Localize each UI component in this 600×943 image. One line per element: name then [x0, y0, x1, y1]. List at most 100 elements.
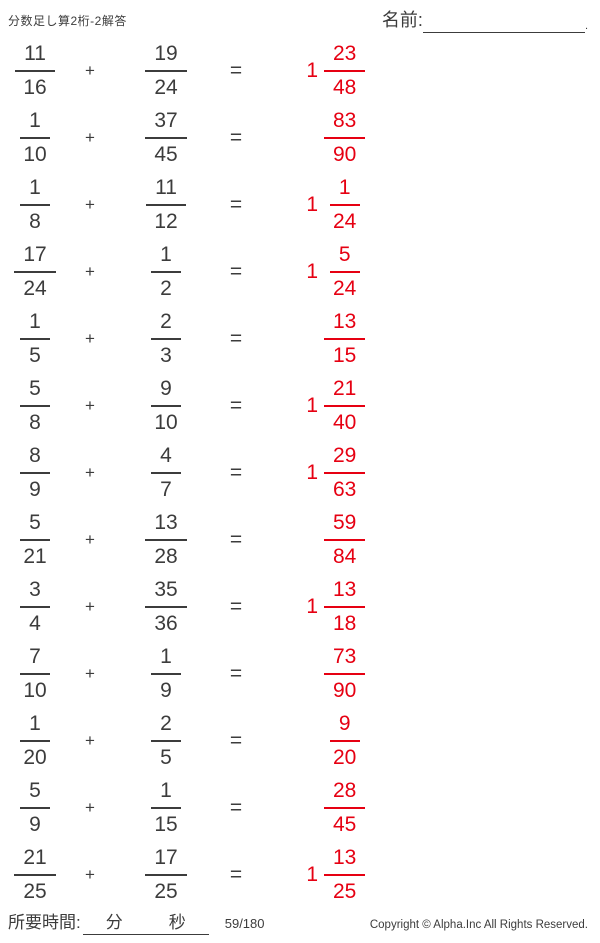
equals-sign: = — [229, 58, 243, 82]
answer-denominator: 48 — [333, 75, 357, 99]
problem-row: 7 10 + 1 9 = 73 90 — [6, 640, 366, 707]
fraction-a: 5 8 — [20, 377, 50, 434]
fraction-a-denominator: 8 — [29, 410, 41, 434]
equals-sign: = — [229, 125, 243, 149]
answer-denominator: 15 — [333, 343, 357, 367]
answer-whole-number: 1 — [306, 259, 318, 283]
equals-sign: = — [229, 527, 243, 551]
equals-sign: = — [229, 795, 243, 819]
fraction-a-numerator: 7 — [20, 645, 50, 675]
fraction-b-denominator: 9 — [160, 678, 172, 702]
fraction-a-numerator: 17 — [14, 243, 56, 273]
answer-denominator: 24 — [333, 276, 357, 300]
answer-denominator: 18 — [333, 611, 357, 635]
problem-row: 21 25 + 17 25 = 1 13 25 — [6, 841, 366, 908]
fraction-a-numerator: 3 — [20, 578, 50, 608]
plus-operator: + — [85, 261, 95, 281]
answer-denominator: 90 — [333, 142, 357, 166]
equals-sign: = — [229, 728, 243, 752]
fraction-b-denominator: 28 — [154, 544, 178, 568]
fraction-b-denominator: 2 — [160, 276, 172, 300]
answer: 1 29 63 — [294, 444, 366, 501]
answer: 9 20 — [294, 712, 365, 769]
fraction-a-numerator: 21 — [14, 846, 56, 876]
answer-denominator: 40 — [333, 410, 357, 434]
answer-fraction: 5 24 — [324, 243, 365, 300]
fraction-a: 5 9 — [20, 779, 50, 836]
answer-fraction: 9 20 — [324, 712, 365, 769]
fraction-b-numerator: 1 — [151, 243, 181, 273]
equals-sign: = — [229, 862, 243, 886]
plus-operator: + — [85, 127, 95, 147]
fraction-b-numerator: 1 — [151, 779, 181, 809]
problem-row: 1 20 + 2 5 = 9 20 — [6, 707, 365, 774]
fraction-b-numerator: 19 — [145, 42, 187, 72]
answer: 59 84 — [294, 511, 366, 568]
answer: 13 15 — [294, 310, 366, 367]
answer-numerator: 9 — [329, 712, 360, 742]
fraction-a: 8 9 — [20, 444, 50, 501]
answer-whole-number: 1 — [306, 58, 318, 82]
answer-fraction: 1 24 — [324, 176, 365, 233]
answer-numerator: 59 — [324, 511, 366, 541]
fraction-a: 1 20 — [14, 712, 55, 769]
answer: 1 1 24 — [294, 176, 365, 233]
fraction-a-denominator: 10 — [23, 678, 47, 702]
equals-sign: = — [229, 460, 243, 484]
answer-fraction: 13 15 — [324, 310, 366, 367]
equals-sign: = — [229, 661, 243, 685]
plus-operator: + — [85, 663, 95, 683]
fraction-a: 17 24 — [14, 243, 56, 300]
problems-list: 11 16 + 19 24 = 1 23 48 1 10 + — [6, 37, 366, 908]
answer-numerator: 13 — [324, 310, 366, 340]
fraction-a-numerator: 5 — [20, 779, 50, 809]
fraction-b: 2 3 — [151, 310, 181, 367]
time-write-line: 分 秒 — [82, 908, 209, 935]
fraction-b: 37 45 — [145, 109, 187, 166]
fraction-a-denominator: 5 — [29, 343, 41, 367]
problem-row: 5 8 + 9 10 = 1 21 40 — [6, 372, 366, 439]
fraction-b-numerator: 9 — [151, 377, 181, 407]
fraction-b-denominator: 5 — [160, 745, 172, 769]
answer-numerator: 1 — [329, 176, 360, 206]
fraction-a-denominator: 24 — [23, 276, 47, 300]
fraction-a: 1 5 — [20, 310, 50, 367]
fraction-a-denominator: 9 — [29, 812, 41, 836]
fraction-a: 11 16 — [14, 42, 55, 99]
answer-fraction: 13 25 — [324, 846, 366, 903]
answer-numerator: 23 — [324, 42, 366, 72]
fraction-a-numerator: 1 — [20, 109, 50, 139]
plus-operator: + — [85, 462, 95, 482]
fraction-b-denominator: 7 — [160, 477, 172, 501]
fraction-b-denominator: 25 — [154, 879, 178, 903]
fraction-a: 5 21 — [14, 511, 55, 568]
fraction-b: 13 28 — [145, 511, 187, 568]
fraction-a-numerator: 11 — [15, 42, 55, 72]
fraction-b-numerator: 1 — [151, 645, 181, 675]
fraction-a-numerator: 1 — [20, 310, 50, 340]
fraction-b-denominator: 3 — [160, 343, 172, 367]
fraction-b-denominator: 10 — [154, 410, 178, 434]
plus-operator: + — [85, 529, 95, 549]
name-area: 名前: . — [382, 6, 588, 33]
answer-fraction: 83 90 — [324, 109, 366, 166]
footer: 所要時間: 分 秒 59/180 Copyright © Alpha.Inc A… — [8, 908, 588, 935]
fraction-b-numerator: 37 — [145, 109, 187, 139]
fraction-b: 19 24 — [145, 42, 187, 99]
plus-operator: + — [85, 864, 95, 884]
fraction-b-denominator: 36 — [154, 611, 178, 635]
plus-operator: + — [85, 596, 95, 616]
answer-fraction: 23 48 — [324, 42, 366, 99]
fraction-a-denominator: 4 — [29, 611, 41, 635]
problem-row: 3 4 + 35 36 = 1 13 18 — [6, 573, 366, 640]
answer-denominator: 24 — [333, 209, 357, 233]
plus-operator: + — [85, 328, 95, 348]
answer-fraction: 13 18 — [324, 578, 366, 635]
fraction-b: 11 12 — [145, 176, 186, 233]
fraction-a-denominator: 10 — [23, 142, 47, 166]
fraction-b-numerator: 35 — [145, 578, 187, 608]
fraction-b: 17 25 — [145, 846, 187, 903]
fraction-b: 4 7 — [151, 444, 181, 501]
equals-sign: = — [229, 259, 243, 283]
fraction-a-denominator: 8 — [29, 209, 41, 233]
